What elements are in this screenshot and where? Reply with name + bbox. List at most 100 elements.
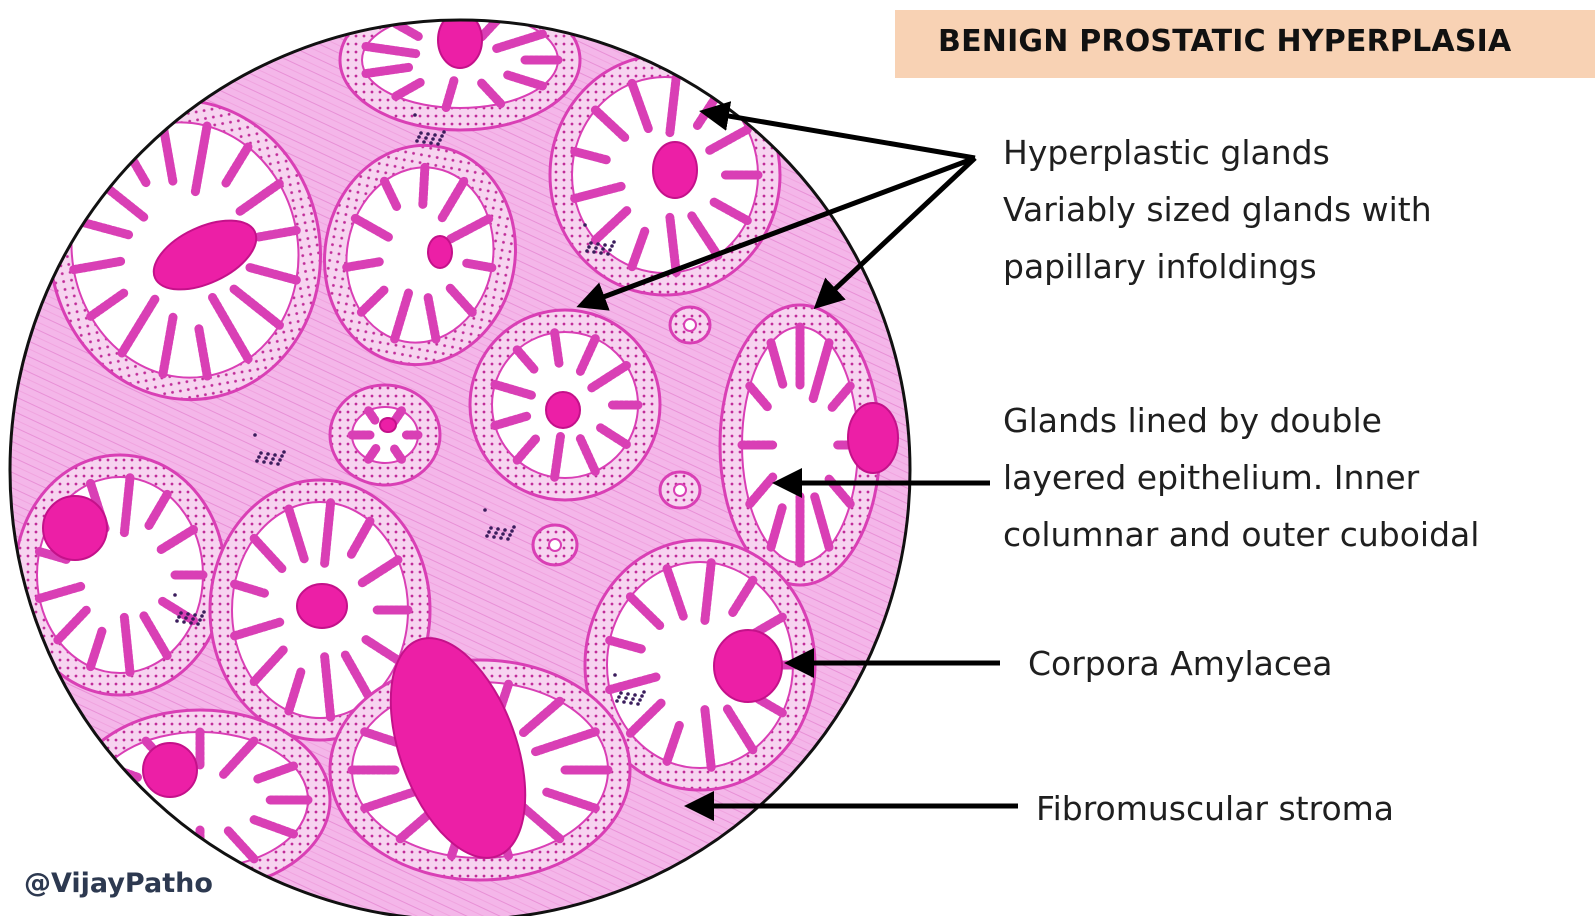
corpora-amylacea-body [428, 236, 452, 268]
stromal-nucleus [253, 433, 257, 437]
papillary-fold [369, 411, 375, 420]
stromal-nucleus [280, 454, 284, 458]
stromal-nucleus [413, 113, 417, 117]
watermark: @VijayPatho [24, 868, 213, 899]
stromal-nucleus [633, 693, 637, 697]
papillary-fold [146, 836, 167, 859]
stromal-nucleus [599, 251, 603, 255]
label-line: Variably sized glands with [1003, 181, 1432, 238]
label-line: Fibromuscular stroma [1036, 780, 1394, 837]
stromal-nucleus [182, 620, 186, 624]
stromal-nucleus [592, 250, 596, 254]
stromal-nucleus [596, 242, 600, 246]
stromal-nucleus [273, 453, 277, 457]
gland-lumen [674, 484, 686, 496]
stromal-nucleus [587, 245, 591, 249]
stromal-nucleus [617, 695, 621, 699]
corpora-amylacea-body [143, 743, 197, 797]
stromal-nucleus [276, 462, 280, 466]
stromal-nucleus [636, 702, 640, 706]
papillary-fold [124, 478, 130, 533]
stromal-nucleus [626, 692, 630, 696]
stromal-nucleus [433, 133, 437, 137]
label-line: Glands lined by double [1003, 392, 1479, 449]
corpora-amylacea-body [546, 392, 580, 428]
stromal-nucleus [269, 461, 273, 465]
stromal-nucleus [503, 528, 507, 532]
papillary-fold [106, 818, 149, 834]
stromal-nucleus [612, 240, 616, 244]
stromal-nucleus [583, 223, 587, 227]
label-line: layered epithelium. Inner [1003, 449, 1479, 506]
stromal-nucleus [501, 532, 505, 536]
stromal-nucleus [440, 134, 444, 138]
label-line: columnar and outer cuboidal [1003, 506, 1479, 563]
stromal-nucleus [196, 622, 200, 626]
stromal-nucleus [606, 252, 610, 256]
stromal-nucleus [622, 700, 626, 704]
stromal-nucleus [494, 531, 498, 535]
stromal-nucleus [631, 697, 635, 701]
stromal-nucleus [419, 131, 423, 135]
corpora-amylacea-body [297, 584, 347, 628]
stromal-nucleus [424, 136, 428, 140]
stromal-nucleus [200, 614, 204, 618]
stromal-nucleus [431, 137, 435, 141]
stromal-nucleus [603, 243, 607, 247]
stromal-nucleus [496, 527, 500, 531]
stromal-nucleus [438, 138, 442, 142]
corpora-amylacea-body [380, 418, 396, 432]
stromal-nucleus [186, 612, 190, 616]
stromal-nucleus [624, 696, 628, 700]
stromal-nucleus [485, 534, 489, 538]
microscope-field [10, 0, 910, 916]
stromal-nucleus [266, 452, 270, 456]
label-fibromuscular-stroma: Fibromuscular stroma [1036, 780, 1394, 837]
stromal-nucleus [193, 613, 197, 617]
stromal-nucleus [508, 533, 512, 537]
papillary-fold [555, 436, 561, 477]
label-hyperplastic-glands: Hyperplastic glands Variably sized gland… [1003, 124, 1432, 295]
stromal-nucleus [278, 458, 282, 462]
stromal-nucleus [179, 611, 183, 615]
label-corpora-amylacea: Corpora Amylacea [1028, 635, 1333, 692]
stromal-nucleus [177, 615, 181, 619]
stromal-nucleus [638, 698, 642, 702]
label-double-layered-epithelium: Glands lined by double layered epitheliu… [1003, 392, 1479, 563]
stromal-nucleus [512, 525, 516, 529]
gland-lumen [549, 539, 561, 551]
stromal-nucleus [492, 535, 496, 539]
stromal-nucleus [282, 450, 286, 454]
corpora-amylacea-body [714, 630, 782, 702]
stromal-nucleus [262, 460, 266, 464]
stromal-nucleus [198, 618, 202, 622]
label-line: papillary infoldings [1003, 238, 1432, 295]
stromal-nucleus [442, 130, 446, 134]
stromal-nucleus [264, 456, 268, 460]
stromal-nucleus [589, 241, 593, 245]
gland [15, 455, 225, 695]
stromal-nucleus [499, 536, 503, 540]
papillary-fold [670, 78, 676, 133]
gland [660, 472, 700, 508]
stromal-nucleus [629, 701, 633, 705]
stromal-nucleus [436, 142, 440, 146]
papillary-fold [325, 503, 331, 563]
stromal-nucleus [642, 690, 646, 694]
papillary-fold [555, 333, 559, 363]
papillary-fold [705, 563, 711, 621]
stromal-nucleus [608, 248, 612, 252]
stromal-nucleus [175, 619, 179, 623]
stromal-nucleus [510, 529, 514, 533]
stromal-nucleus [271, 457, 275, 461]
stromal-nucleus [415, 139, 419, 143]
gland [70, 710, 330, 890]
papillary-fold [124, 617, 130, 672]
stromal-nucleus [429, 141, 433, 145]
papillary-fold [419, 167, 430, 204]
stromal-nucleus [506, 537, 510, 541]
stromal-nucleus [426, 132, 430, 136]
papillary-fold [467, 263, 492, 267]
label-line: Corpora Amylacea [1028, 635, 1333, 692]
stromal-nucleus [173, 593, 177, 597]
